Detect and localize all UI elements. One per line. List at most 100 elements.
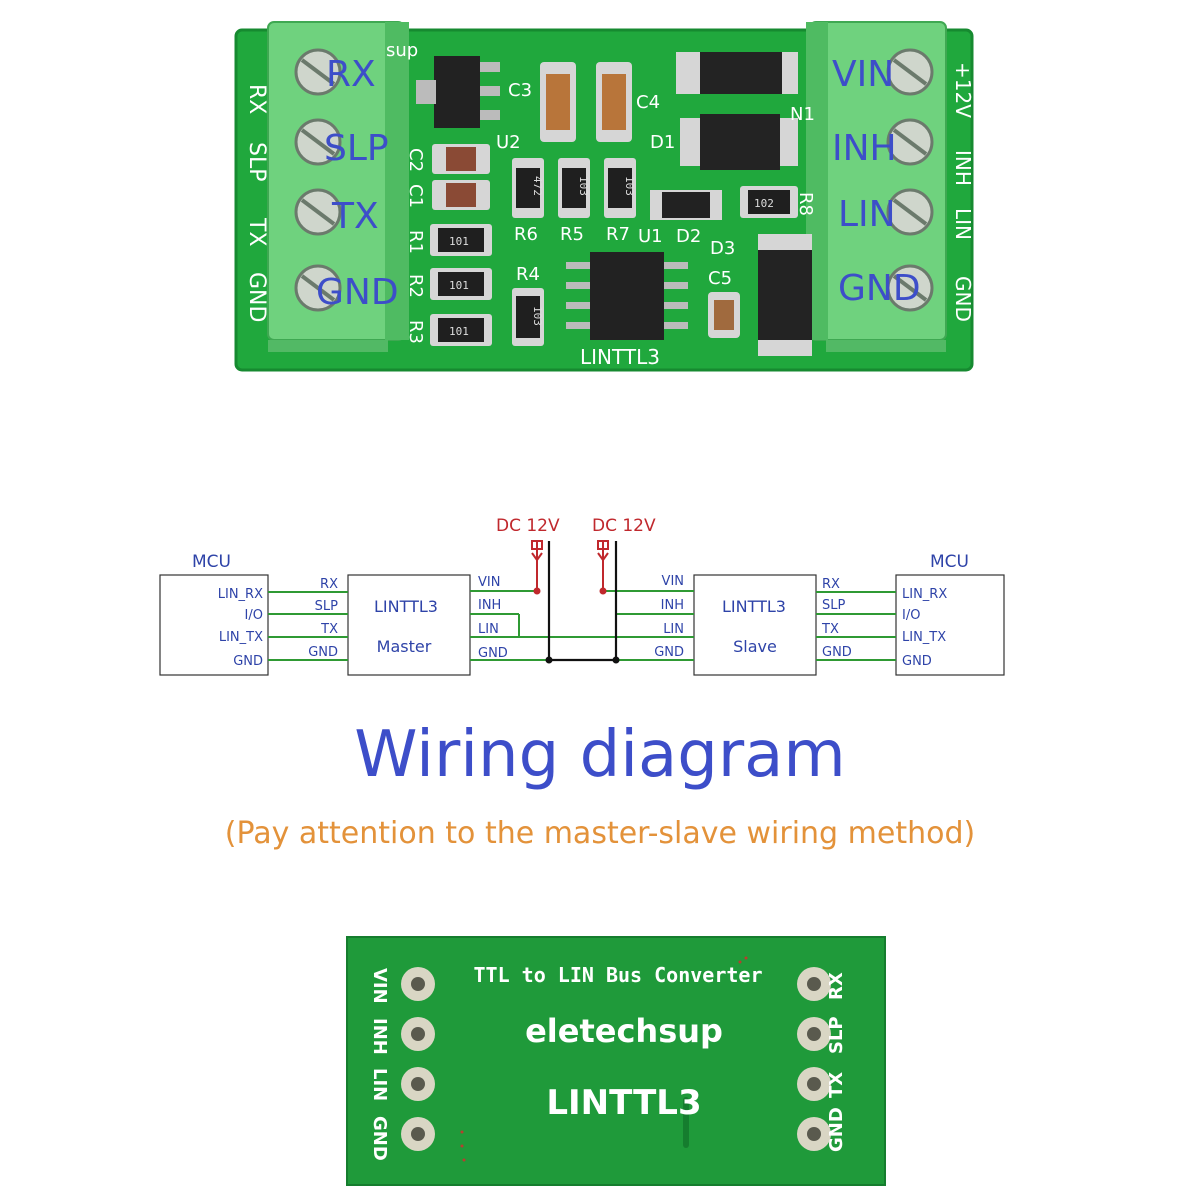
mcu-left-title: MCU	[192, 552, 231, 572]
bottom-silk-gnd-right: GND	[826, 1107, 847, 1152]
bottom-silk-vin: VIN	[369, 968, 390, 1004]
bottom-silk-lin: LIN	[369, 1068, 390, 1101]
silk-left-slp: SLP	[244, 142, 269, 182]
master-pin-lin: LIN	[478, 622, 499, 637]
c2-capacitor	[432, 144, 490, 174]
slave-pin-lin: LIN	[663, 622, 684, 637]
top-board-photo: RX SLP TX GND +12V INH LIN GND sup	[234, 21, 975, 372]
master-pin-rx: RX	[320, 577, 338, 592]
ground-junctions	[545, 656, 620, 664]
power-label-right: DC 12V	[592, 516, 656, 536]
r5-resistor: 103	[558, 158, 590, 218]
silk-left-gnd: GND	[244, 272, 269, 322]
bottom-silk-inh: INH	[369, 1018, 390, 1055]
master-pin-gnd: GND	[308, 645, 338, 660]
r7-resistor: 103	[604, 158, 636, 218]
bottom-model: LINTTL3	[546, 1083, 701, 1123]
bottom-silk-rx: RX	[826, 972, 847, 1000]
r1-resistor: 101	[430, 224, 492, 256]
mcu-right-pin-io: I/O	[902, 608, 920, 623]
master-pin-slp: SLP	[315, 599, 338, 614]
slave-line2: Slave	[733, 637, 777, 656]
svg-text:102: 102	[754, 197, 774, 210]
d3-diode	[758, 234, 812, 356]
overlay-left-rx: RX	[326, 54, 376, 95]
silk-r1: R1	[405, 230, 426, 254]
u2-regulator	[416, 56, 500, 128]
mcu-left-pin-lin-rx: LIN_RX	[218, 587, 263, 602]
power-arrow-left	[531, 540, 543, 562]
mcu-left-pin-io: I/O	[245, 608, 263, 623]
slave-pin-slp: SLP	[822, 598, 845, 613]
slave-pin-vin: VIN	[662, 574, 684, 589]
right-pads	[797, 967, 831, 1151]
bottom-pcb-board	[347, 937, 885, 1185]
wires-master-bus	[470, 590, 694, 661]
bottom-brand: eletechsup	[525, 1012, 723, 1050]
master-pin-inh: INH	[478, 598, 501, 613]
power-label-left: DC 12V	[496, 516, 560, 536]
silk-right-lin: LIN	[951, 208, 975, 240]
overlay-right-vin: VIN	[832, 54, 894, 95]
silk-n1: N1	[790, 104, 815, 125]
silk-d2: D2	[676, 226, 701, 247]
overlay-left-gnd: GND	[316, 272, 399, 313]
master-line2: Master	[377, 637, 432, 656]
supply-junctions	[533, 560, 607, 595]
slave-pin-gnd-right: GND	[822, 645, 852, 660]
u1-lin-transceiver	[566, 252, 688, 340]
slave-line1: LINTTL3	[722, 597, 786, 616]
master-pin-gnd-right: GND	[478, 646, 508, 661]
silk-c1: C1	[405, 184, 426, 208]
slave-pin-gnd: GND	[654, 645, 684, 660]
silk-brand-fragment: sup	[386, 40, 418, 61]
silk-r2: R2	[405, 274, 426, 298]
power-arrow-right	[597, 540, 609, 562]
slave-pin-inh: INH	[661, 598, 684, 613]
left-terminal-block	[267, 21, 409, 352]
silk-d3: D3	[710, 238, 735, 259]
r4-resistor: 103	[512, 288, 544, 346]
svg-text:472: 472	[531, 176, 544, 196]
master-pin-tx: TX	[320, 622, 338, 637]
d1-diode	[676, 52, 798, 170]
c1-capacitor	[432, 180, 490, 210]
wiring-diagram-title: Wiring diagram	[354, 718, 846, 792]
bottom-silk-gnd: GND	[369, 1116, 390, 1161]
overlay-left-slp: SLP	[324, 128, 389, 169]
r2-resistor: 101	[430, 268, 492, 300]
master-pin-vin: VIN	[478, 575, 500, 590]
silk-r4: R4	[516, 264, 540, 285]
c3-capacitor	[540, 62, 576, 142]
svg-text:103: 103	[577, 176, 590, 196]
overlay-right-inh: INH	[832, 128, 897, 169]
silk-r7: R7	[606, 224, 630, 245]
silk-right-inh: INH	[951, 150, 975, 186]
wires-slave-mcu	[816, 591, 896, 661]
silk-u1: U1	[638, 226, 663, 247]
overlay-left-tx: TX	[331, 196, 379, 237]
silk-r6: R6	[514, 224, 538, 245]
svg-text:103: 103	[623, 176, 636, 196]
silk-c5: C5	[708, 268, 732, 289]
mcu-right-title: MCU	[930, 552, 969, 572]
wires-mcu-master	[268, 591, 348, 661]
mcu-right-pin-lin-rx: LIN_RX	[902, 587, 947, 602]
silk-r3: R3	[405, 320, 426, 344]
svg-text:101: 101	[449, 235, 469, 248]
overlay-right-lin: LIN	[838, 194, 896, 235]
c4-capacitor	[596, 62, 632, 142]
slave-pin-rx: RX	[822, 577, 840, 592]
power-rails	[547, 541, 618, 662]
bottom-silk-tx: TX	[826, 1072, 847, 1098]
master-box	[347, 574, 471, 676]
c5-capacitor	[708, 292, 740, 338]
silk-c4: C4	[636, 92, 660, 113]
mcu-left-box	[159, 574, 269, 676]
wires-slave-bus	[603, 590, 694, 661]
silk-r8: R8	[795, 192, 816, 216]
silk-right-12v: +12V	[951, 62, 975, 118]
mcu-left-pin-gnd: GND	[233, 654, 263, 669]
d2-diode	[650, 190, 722, 220]
r3-resistor: 101	[430, 314, 492, 346]
